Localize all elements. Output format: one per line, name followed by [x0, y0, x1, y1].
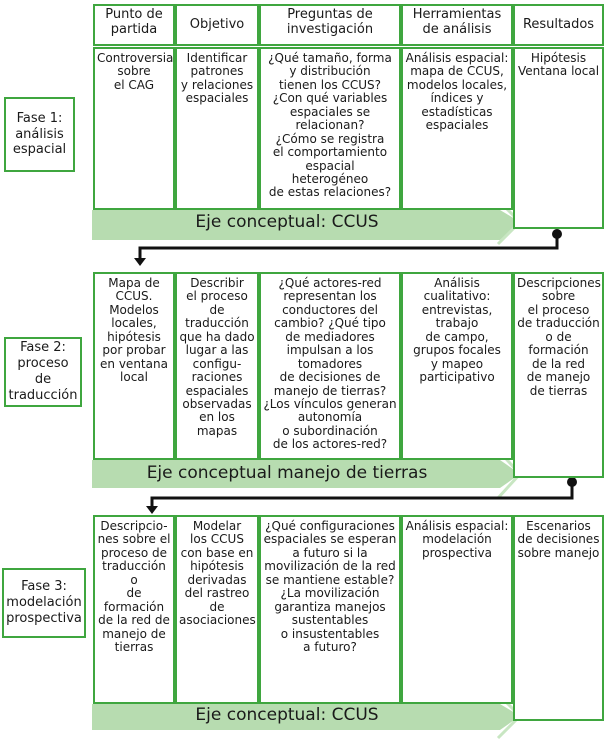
connector-arrowhead-1 — [134, 258, 146, 266]
axis-arrow-1 — [92, 210, 520, 240]
header-herramientas: Herramientas de análisis — [401, 4, 513, 46]
header-objetivo: Objetivo — [175, 4, 259, 46]
axis-arrow-2 — [92, 460, 520, 488]
phase-label-3: Fase 3: modelación prospectiva — [2, 568, 86, 638]
connector-arrowhead-2 — [146, 506, 158, 514]
connector-dot-1 — [552, 229, 562, 239]
phase3-herramientas: Análisis espacial: modelación prospectiv… — [401, 515, 513, 704]
phase3-objetivo: Modelar los CCUS con base en hipótesis d… — [175, 515, 259, 704]
phase-connector-2 — [150, 482, 574, 508]
phase1-objetivo: Identificar patrones y relaciones espaci… — [175, 47, 259, 210]
axis-arrow-3 — [92, 704, 520, 730]
phase3-punto-de-partida: Descripcio- nes sobre el proceso de trad… — [93, 515, 175, 704]
phase-label-2: Fase 2: proceso de traducción — [4, 337, 82, 407]
header-preguntas: Preguntas de investigación — [259, 4, 401, 46]
axis-label-3: Eje conceptual: CCUS — [195, 705, 379, 725]
phase1-preguntas: ¿Qué tamaño, forma y distribución tienen… — [259, 47, 401, 210]
axis-label-1: Eje conceptual: CCUS — [195, 212, 379, 232]
axis-label-2: Eje conceptual manejo de tierras — [146, 463, 428, 483]
header-resultados: Resultados — [513, 4, 604, 46]
phase2-herramientas: Análisis cualitativo: entrevistas, traba… — [401, 272, 513, 460]
phase-label-1: Fase 1: análisis espacial — [4, 97, 75, 172]
phase2-resultados: Descripciones sobre el proceso de traduc… — [513, 272, 604, 478]
phase3-preguntas: ¿Qué configuraciones espaciales se esper… — [259, 515, 401, 704]
phase2-preguntas: ¿Qué actores-red representan los conduct… — [259, 272, 401, 460]
phase3-resultados: Escenarios de decisiones sobre manejo — [513, 515, 604, 721]
header-punto-de-partida: Punto de partida — [93, 4, 175, 46]
connector-dot-2 — [567, 477, 577, 487]
phase1-resultados: Hipótesis Ventana local — [513, 47, 604, 229]
phase-connector-1 — [138, 234, 559, 260]
phase2-objetivo: Describir el proceso de traducción que h… — [175, 272, 259, 460]
phase1-punto-de-partida: Controversia sobre el CAG — [93, 47, 175, 210]
phase1-herramientas: Análisis espacial: mapa de CCUS, modelos… — [401, 47, 513, 210]
phase2-punto-de-partida: Mapa de CCUS. Modelos locales, hipótesis… — [93, 272, 175, 460]
